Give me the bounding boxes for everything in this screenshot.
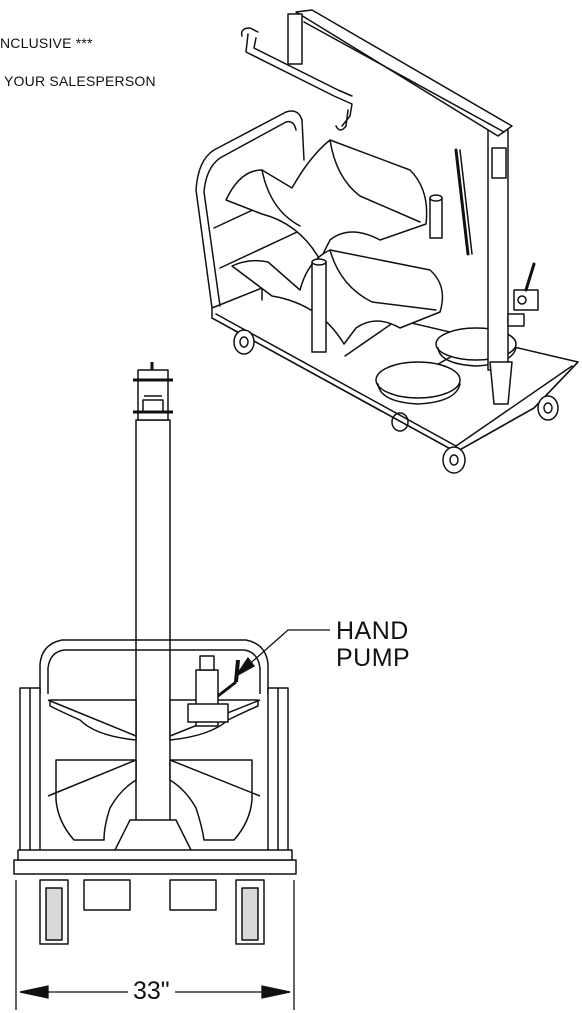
- note-line-2: YOUR SALESPERSON: [4, 73, 156, 89]
- iso-post-2: [430, 198, 442, 238]
- isometric-view: [196, 10, 578, 473]
- front-mast: [136, 420, 170, 850]
- hand-pump-label-line-1: HAND: [336, 617, 409, 645]
- iso-cradle-pad-lower: [232, 250, 442, 344]
- width-dimension-label: 33": [128, 977, 175, 1006]
- hand-pump-label: HAND PUMP: [336, 618, 410, 672]
- iso-cradle-pad-upper: [226, 140, 427, 260]
- iso-post-1: [312, 262, 326, 352]
- note-line-1: NCLUSIVE ***: [0, 35, 93, 51]
- iso-lift-bar: [246, 34, 352, 126]
- hand-pump-label-line-2: PUMP: [336, 644, 411, 672]
- front-pad-lower-right: [170, 760, 252, 840]
- front-pad-lower-left: [56, 760, 136, 840]
- front-base: [14, 860, 296, 874]
- iso-boom: [296, 10, 512, 136]
- iso-wheels: [234, 330, 558, 473]
- front-casters: [40, 880, 264, 944]
- iso-cup-hole-1: [376, 362, 460, 398]
- iso-cradle-frame: [196, 111, 304, 308]
- hand-pump-leader: [236, 630, 330, 676]
- front-view: [14, 362, 296, 944]
- front-cradle-frame: [40, 640, 268, 694]
- iso-hand-pump: [508, 264, 538, 326]
- width-dimension: [16, 880, 294, 1010]
- front-hand-pump: [188, 656, 238, 726]
